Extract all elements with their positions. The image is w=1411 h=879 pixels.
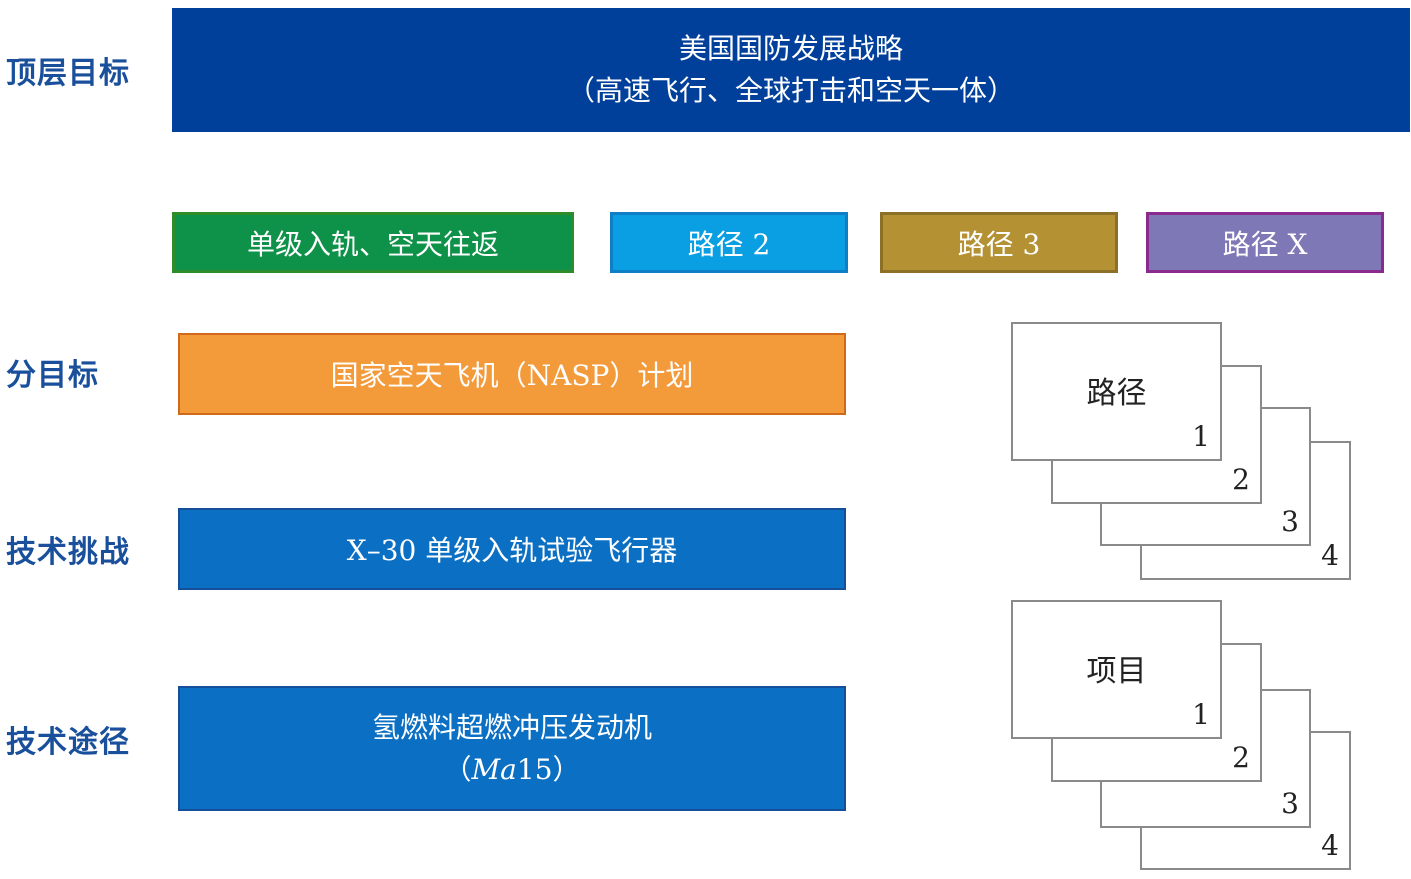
path-box-1: 单级入轨、空天往返 — [172, 212, 574, 273]
path-box-x-label: 路径 X — [1222, 227, 1308, 261]
path-card-1: 路径 1 — [1011, 322, 1222, 461]
path-box-3-label: 路径 3 — [957, 227, 1041, 261]
path-box-1-label: 单级入轨、空天往返 — [246, 227, 499, 261]
tech-route-mach-value: 15） — [516, 752, 581, 786]
label-top-goal: 顶层目标 — [6, 56, 130, 91]
path-card-3-number: 3 — [1281, 505, 1299, 538]
top-goal-title: 美国国防发展战略 — [678, 32, 903, 65]
label-tech-challenge: 技术挑战 — [6, 535, 130, 570]
path-box-3: 路径 3 — [880, 212, 1118, 273]
top-goal-box: 美国国防发展战略 （高速飞行、全球打击和空天一体） — [172, 8, 1410, 132]
path-box-2: 路径 2 — [610, 212, 848, 273]
project-card-3-number: 3 — [1281, 787, 1299, 820]
path-box-x: 路径 X — [1146, 212, 1384, 273]
project-card-2-number: 2 — [1232, 741, 1250, 774]
project-card-title: 项目 — [1086, 654, 1147, 689]
path-card-1-number: 1 — [1192, 420, 1210, 453]
path-card-2-number: 2 — [1232, 463, 1250, 496]
tech-challenge-label: X–30 单级入轨试验飞行器 — [346, 534, 678, 567]
path-card-4-number: 4 — [1321, 539, 1339, 572]
top-goal-subtitle: （高速飞行、全球打击和空天一体） — [566, 74, 1015, 107]
sub-goal-label: 国家空天飞机（NASP）计划 — [330, 359, 694, 392]
tech-route-paren-open: （ — [443, 752, 472, 786]
label-sub-goal: 分目标 — [6, 358, 99, 393]
sub-goal-box: 国家空天飞机（NASP）计划 — [178, 333, 846, 415]
tech-challenge-box: X–30 单级入轨试验飞行器 — [178, 508, 846, 590]
path-card-title: 路径 — [1086, 376, 1147, 411]
tech-route-mach: Ma — [471, 752, 517, 786]
project-card-4-number: 4 — [1321, 829, 1339, 862]
tech-route-line1: 氢燃料超燃冲压发动机 — [371, 710, 652, 744]
label-tech-route: 技术途径 — [6, 725, 130, 760]
tech-route-line2: （Ma15） — [443, 749, 580, 791]
tech-route-box: 氢燃料超燃冲压发动机 （Ma15） — [178, 686, 846, 811]
project-card-1-number: 1 — [1192, 698, 1210, 731]
project-card-1: 项目 1 — [1011, 600, 1222, 739]
path-box-2-label: 路径 2 — [687, 227, 771, 261]
